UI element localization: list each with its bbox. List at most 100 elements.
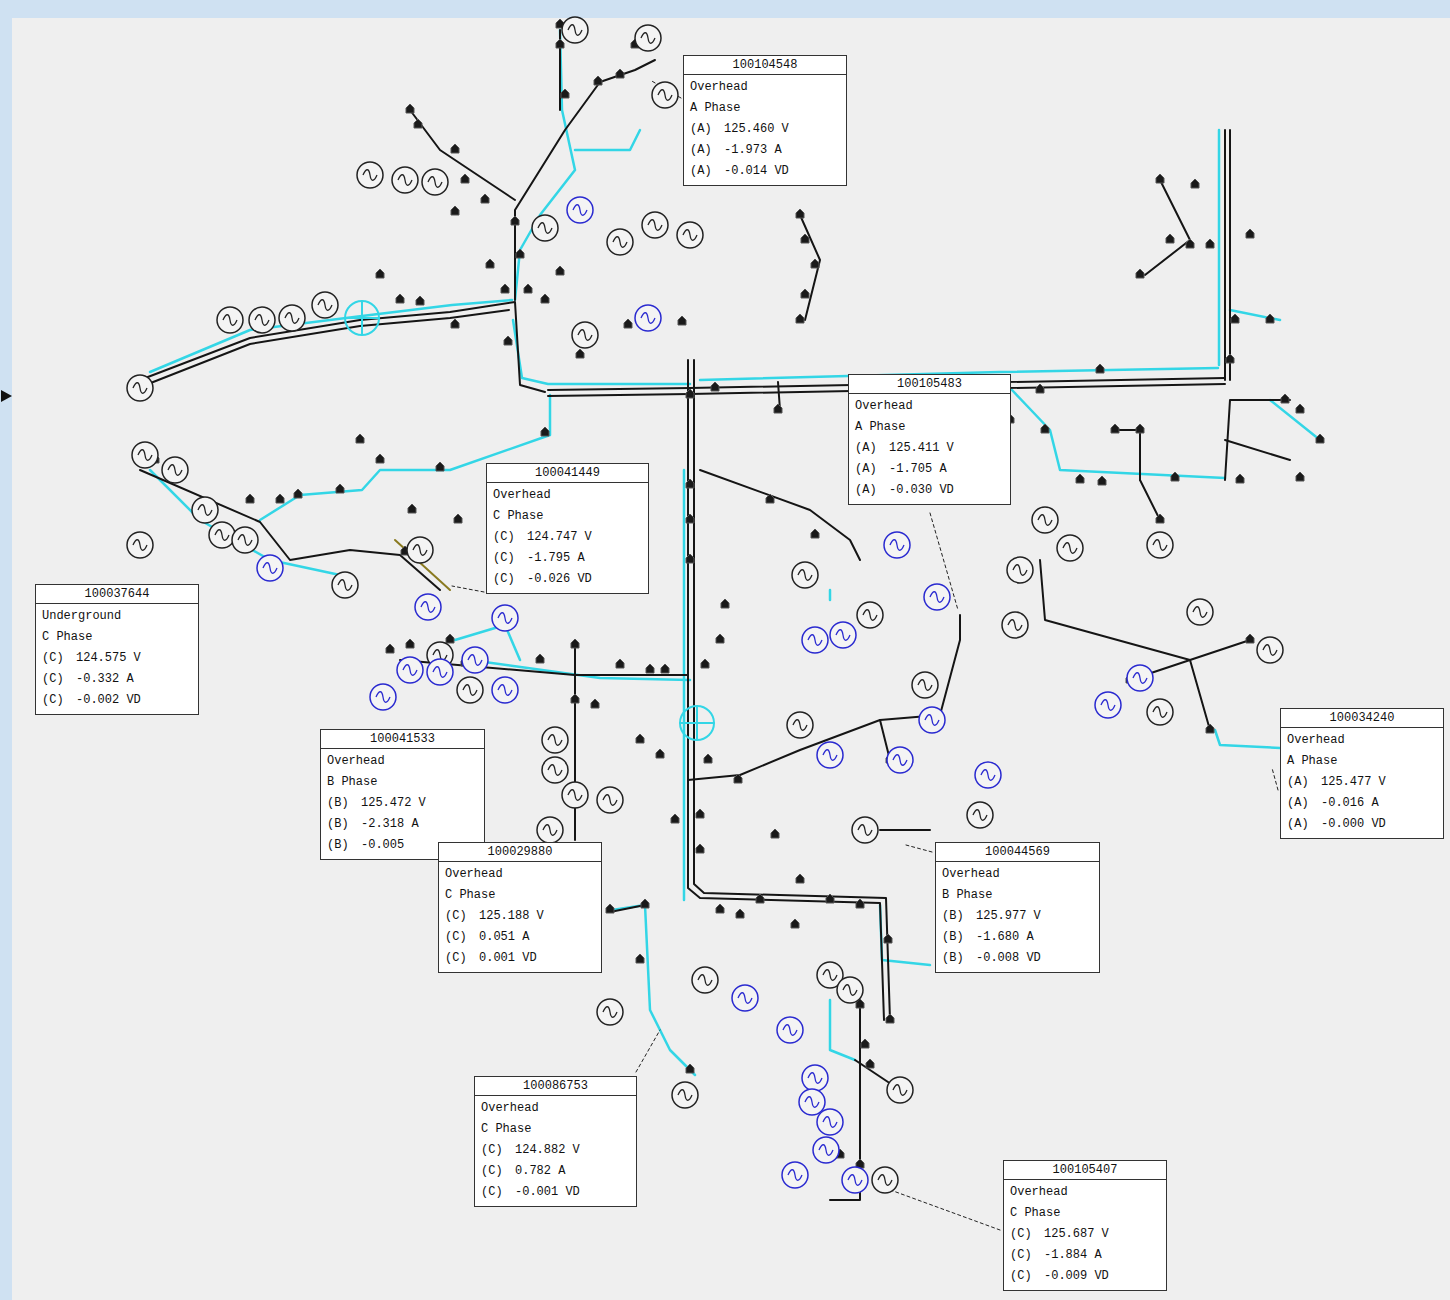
generator-wave bbox=[858, 825, 872, 836]
service-house bbox=[406, 104, 414, 113]
service-house bbox=[416, 296, 424, 305]
reading-value: 0.001 VD bbox=[479, 948, 537, 969]
service-house bbox=[796, 314, 804, 323]
generator-symbol bbox=[635, 25, 661, 51]
wire bbox=[1229, 130, 1231, 380]
callout-id: 100034240 bbox=[1281, 709, 1443, 728]
phase-name: C Phase bbox=[481, 1119, 630, 1140]
wire bbox=[574, 640, 576, 840]
reading-row: (C)-0.332 A bbox=[42, 669, 192, 690]
service-house bbox=[801, 289, 809, 298]
service-house bbox=[686, 1064, 694, 1073]
generator-wave bbox=[1263, 645, 1277, 656]
wire bbox=[1115, 430, 1140, 480]
generator-symbol bbox=[1187, 599, 1213, 625]
service-house bbox=[516, 249, 524, 258]
generator-wave bbox=[1038, 515, 1052, 526]
generator-wave bbox=[981, 770, 995, 781]
reading-value: 125.472 V bbox=[361, 793, 426, 814]
generator-symbol bbox=[802, 627, 828, 653]
generator-wave bbox=[285, 313, 299, 324]
service-house bbox=[796, 209, 804, 218]
generator-wave bbox=[893, 1085, 907, 1096]
generator-wave bbox=[738, 993, 752, 1004]
substation-cross bbox=[345, 301, 379, 335]
reading-value: -0.026 VD bbox=[527, 569, 592, 590]
service-house bbox=[701, 659, 709, 668]
callout-body: OverheadC Phase(C)124.882 V(C)0.782 A(C)… bbox=[475, 1096, 636, 1206]
service-house bbox=[884, 934, 892, 943]
line-type: Overhead bbox=[942, 864, 1093, 885]
service-house bbox=[1296, 472, 1304, 481]
phase-tag: (A) bbox=[690, 119, 724, 140]
generator-wave bbox=[819, 1145, 833, 1156]
reading-value: 124.575 V bbox=[76, 648, 141, 669]
generator-wave bbox=[783, 1025, 797, 1036]
line-type: Overhead bbox=[1010, 1182, 1160, 1203]
service-house bbox=[1186, 239, 1194, 248]
reading-row: (C)-1.795 A bbox=[493, 548, 642, 569]
wire bbox=[1225, 400, 1290, 480]
phase-name: A Phase bbox=[1287, 751, 1437, 772]
service-house bbox=[408, 504, 416, 513]
service-house bbox=[686, 554, 694, 563]
phase-name: B Phase bbox=[327, 772, 478, 793]
generator-wave bbox=[658, 90, 672, 101]
phase-tag: (A) bbox=[1287, 814, 1321, 835]
generator-wave bbox=[428, 177, 442, 188]
generator-wave bbox=[338, 580, 352, 591]
generator-symbol bbox=[872, 1167, 898, 1193]
service-house bbox=[504, 336, 512, 345]
callout-id: 100041449 bbox=[487, 464, 648, 483]
service-house bbox=[1246, 229, 1254, 238]
service-house bbox=[576, 349, 584, 358]
generator-symbol bbox=[422, 169, 448, 195]
phase-tag: (C) bbox=[1010, 1266, 1044, 1287]
service-house bbox=[801, 234, 809, 243]
phase-name: C Phase bbox=[493, 506, 642, 527]
phase-tag: (B) bbox=[942, 948, 976, 969]
callout-box: 100034240OverheadA Phase(A)125.477 V(A)-… bbox=[1280, 708, 1444, 839]
phase-tag: (B) bbox=[942, 906, 976, 927]
wire bbox=[700, 470, 860, 560]
wire bbox=[600, 60, 655, 82]
service-house bbox=[791, 919, 799, 928]
phase-tag: (C) bbox=[1010, 1224, 1044, 1245]
wire bbox=[1218, 130, 1221, 365]
reading-row: (B)125.977 V bbox=[942, 906, 1093, 927]
generator-symbol bbox=[312, 292, 338, 318]
service-house bbox=[1036, 384, 1044, 393]
service-house bbox=[616, 69, 624, 78]
service-house bbox=[591, 699, 599, 708]
reading-row: (C)0.782 A bbox=[481, 1161, 630, 1182]
service-house bbox=[1171, 472, 1179, 481]
generator-wave bbox=[836, 630, 850, 641]
generator-wave bbox=[1193, 607, 1207, 618]
callout-box: 100044569OverheadB Phase(B)125.977 V(B)-… bbox=[935, 842, 1100, 973]
generator-symbol bbox=[652, 82, 678, 108]
service-house bbox=[556, 266, 564, 275]
service-house bbox=[861, 1039, 869, 1048]
service-house bbox=[396, 294, 404, 303]
service-house bbox=[771, 829, 779, 838]
generator-symbol bbox=[162, 457, 188, 483]
reading-row: (C)124.747 V bbox=[493, 527, 642, 548]
reading-value: 125.188 V bbox=[479, 906, 544, 927]
generator-symbol bbox=[912, 672, 938, 698]
generator-symbol bbox=[392, 167, 418, 193]
reading-row: (A)125.411 V bbox=[855, 438, 1004, 459]
generator-wave bbox=[973, 810, 987, 821]
leader-line bbox=[885, 1188, 1000, 1230]
service-house bbox=[376, 269, 384, 278]
service-house bbox=[501, 284, 509, 293]
generator-symbol bbox=[370, 684, 396, 710]
wire bbox=[880, 829, 930, 831]
service-house bbox=[716, 904, 724, 913]
service-house bbox=[721, 599, 729, 608]
service-house bbox=[686, 479, 694, 488]
generator-wave bbox=[823, 1117, 837, 1128]
service-house bbox=[1156, 174, 1164, 183]
generator-wave bbox=[168, 465, 182, 476]
reading-row: (A)125.460 V bbox=[690, 119, 840, 140]
